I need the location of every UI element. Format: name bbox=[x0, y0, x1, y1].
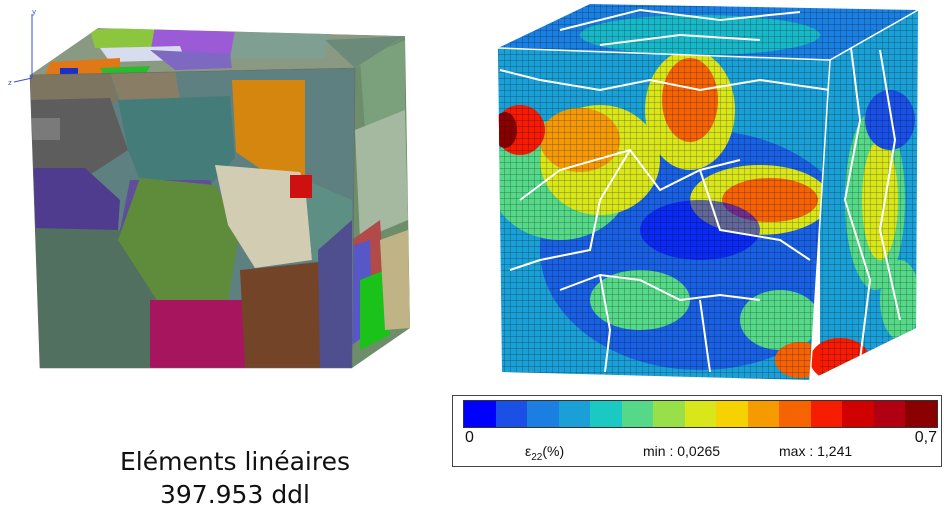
quantity-symbol: ε bbox=[525, 443, 532, 459]
quantity-subscript: 22 bbox=[531, 451, 543, 463]
colorbar-swatch-13 bbox=[873, 401, 906, 427]
legend-max-value: max : 1,241 bbox=[779, 443, 853, 459]
axis-z-label: z bbox=[8, 79, 12, 87]
colorbar-swatch-7 bbox=[684, 401, 717, 427]
colorbar-swatch-11 bbox=[810, 401, 843, 427]
legend-max-tick: 0,7 bbox=[914, 429, 937, 446]
colorbar-swatch-1 bbox=[495, 401, 528, 427]
colorbar-swatch-12 bbox=[842, 401, 874, 427]
quantity-unit: (%) bbox=[542, 443, 565, 459]
colorbar bbox=[463, 400, 938, 428]
cube-top-face bbox=[30, 28, 405, 75]
colorbar-swatch-2 bbox=[527, 401, 559, 427]
strain-cube-front bbox=[498, 48, 830, 380]
colorbar-swatch-3 bbox=[558, 401, 591, 427]
colorbar-swatch-4 bbox=[590, 401, 622, 427]
colorbar-swatch-9 bbox=[747, 401, 780, 427]
grain-structure-cube bbox=[13, 14, 410, 369]
colorbar-swatch-8 bbox=[716, 401, 748, 427]
cube-front-face bbox=[30, 68, 355, 368]
colorbar-swatch-6 bbox=[653, 401, 685, 427]
colorbar-swatch-5 bbox=[621, 401, 654, 427]
strain-field-cube bbox=[497, 4, 919, 381]
colorbar-swatch-14 bbox=[905, 401, 937, 427]
caption-dofs: 397.953 ddl bbox=[159, 480, 310, 509]
colorbar-swatch-0 bbox=[464, 401, 496, 427]
legend-quantity: ε22(%) bbox=[525, 443, 564, 463]
legend-min-tick: 0 bbox=[465, 429, 474, 446]
cube-side-face bbox=[352, 36, 410, 368]
axis-y-label: y bbox=[32, 8, 37, 16]
legend-min-value: min : 0,0265 bbox=[643, 443, 721, 459]
colorbar-swatch-10 bbox=[779, 401, 811, 427]
caption-title: Eléments linéaires bbox=[120, 447, 350, 476]
strain-cube-side bbox=[810, 10, 918, 380]
axis-triad bbox=[13, 14, 33, 83]
strain-legend: 0 0,7 ε22(%) min : 0,0265 max : 1,241 bbox=[452, 395, 942, 467]
